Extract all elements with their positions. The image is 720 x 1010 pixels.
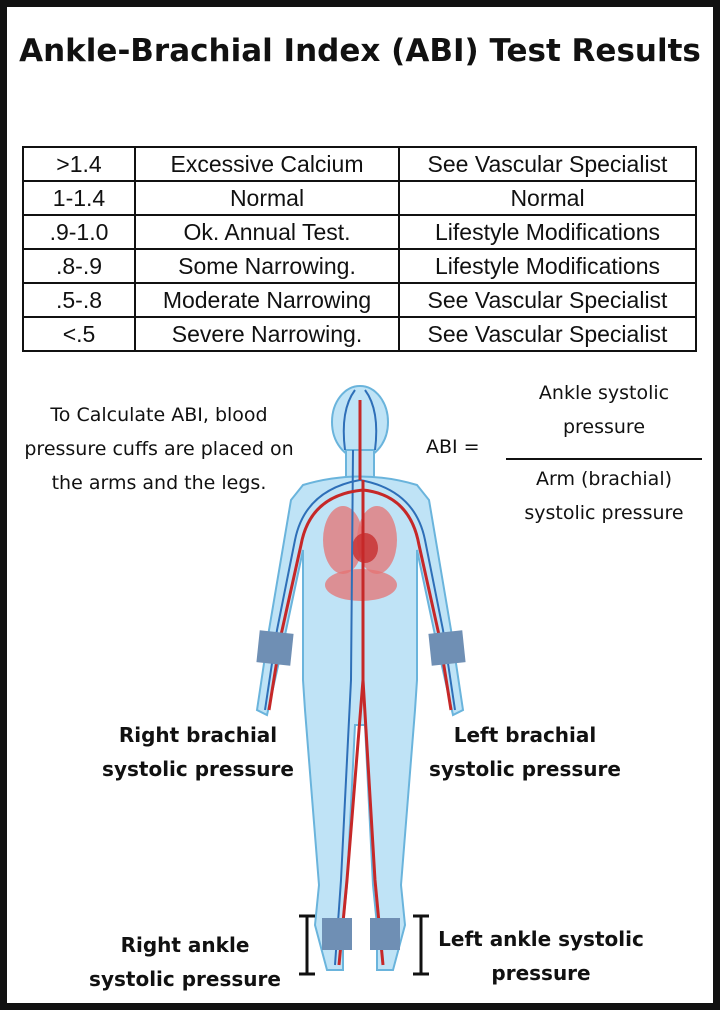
fraction-bar	[506, 458, 702, 460]
left-brachial-label: Left brachial systolic pressure	[429, 723, 621, 781]
formula-numerator: Ankle systolic pressure	[538, 382, 670, 438]
finding-cell: Excessive Calcium	[134, 146, 400, 182]
abi-range-cell: .8-.9	[22, 248, 136, 284]
left-ankle-cuff	[370, 918, 400, 950]
left-ankle-label: Left ankle systolic pressure	[438, 927, 644, 985]
finding-cell: Some Narrowing.	[134, 248, 400, 284]
finding-cell: Ok. Annual Test.	[134, 214, 400, 250]
human-circulatory-illustration	[255, 385, 466, 976]
finding-cell: Normal	[134, 180, 400, 216]
table-row: .8-.9 Some Narrowing. Lifestyle Modifica…	[22, 248, 697, 284]
ankle-brackets	[299, 914, 429, 976]
right-ankle-cuff	[322, 918, 352, 950]
abi-results-table: >1.4 Excessive Calcium See Vascular Spec…	[22, 146, 697, 352]
action-cell: Lifestyle Modifications	[398, 248, 697, 284]
blood-pressure-cuffs	[256, 630, 466, 950]
abi-range-cell: >1.4	[22, 146, 136, 182]
left-arm-cuff	[428, 630, 466, 666]
action-cell: See Vascular Specialist	[398, 282, 697, 318]
page-title: Ankle-Brachial Index (ABI) Test Results	[19, 33, 701, 69]
right-brachial-label: Right brachial systolic pressure	[102, 723, 294, 781]
abi-range-cell: .5-.8	[22, 282, 136, 318]
finding-cell: Severe Narrowing.	[134, 316, 400, 352]
table-row: <.5 Severe Narrowing. See Vascular Speci…	[22, 316, 697, 352]
table-row: .5-.8 Moderate Narrowing See Vascular Sp…	[22, 282, 697, 318]
action-cell: Lifestyle Modifications	[398, 214, 697, 250]
action-cell: Normal	[398, 180, 697, 216]
action-cell: See Vascular Specialist	[398, 146, 697, 182]
right-arm-cuff	[256, 630, 294, 666]
table-row: 1-1.4 Normal Normal	[22, 180, 697, 216]
right-ankle-label: Right ankle systolic pressure	[89, 933, 281, 991]
abi-formula-fraction: Ankle systolic pressure Arm (brachial) s…	[506, 376, 702, 530]
abi-range-cell: <.5	[22, 316, 136, 352]
formula-lhs: ABI =	[426, 436, 480, 458]
action-cell: See Vascular Specialist	[398, 316, 697, 352]
calculation-explanation: To Calculate ABI, blood pressure cuffs a…	[24, 404, 294, 494]
finding-cell: Moderate Narrowing	[134, 282, 400, 318]
table-row: >1.4 Excessive Calcium See Vascular Spec…	[22, 146, 697, 182]
table-row: .9-1.0 Ok. Annual Test. Lifestyle Modifi…	[22, 214, 697, 250]
abi-range-cell: .9-1.0	[22, 214, 136, 250]
formula-denominator: Arm (brachial) systolic pressure	[524, 468, 684, 524]
abi-range-cell: 1-1.4	[22, 180, 136, 216]
